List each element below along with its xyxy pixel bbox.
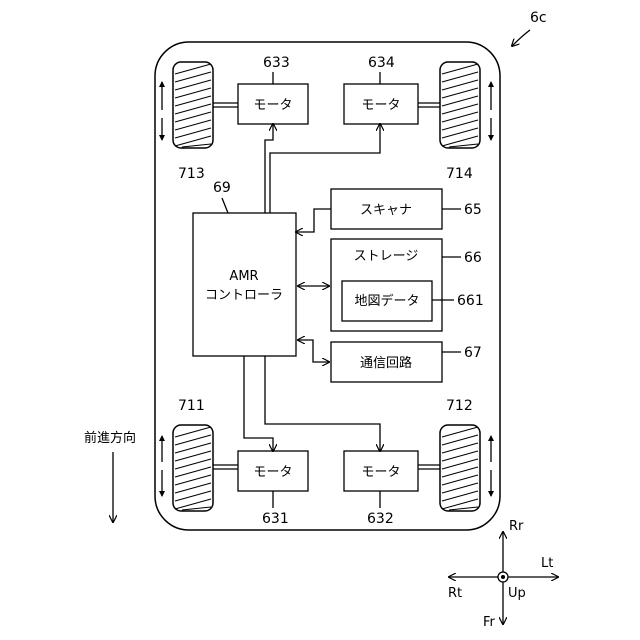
figure-ref-arrow <box>512 30 530 46</box>
motor-fr-label: モータ <box>361 98 400 113</box>
motor-rr-label: モータ <box>361 465 400 480</box>
storage-ref: 66 <box>464 250 482 266</box>
line-comm-ctrl <box>298 340 329 362</box>
wheel-rr-ref: 712 <box>446 398 473 414</box>
motor-rr-ref: 632 <box>367 511 394 527</box>
wheel-rl-ref: 711 <box>178 398 205 414</box>
wheel-rr <box>440 425 491 511</box>
map-data-ref: 661 <box>457 293 484 309</box>
wheel-rl <box>162 425 213 511</box>
comm-label: 通信回路 <box>360 355 412 371</box>
controller-line1: AMR <box>229 269 258 284</box>
coordinate-axes <box>449 532 558 624</box>
axis-fr-label: Fr <box>483 615 496 630</box>
comm-ref: 67 <box>464 345 482 361</box>
scanner-label: スキャナ <box>360 203 412 218</box>
motor-fr-ref: 634 <box>368 55 395 71</box>
wheel-fr <box>440 62 491 148</box>
controller-ref: 69 <box>213 180 231 196</box>
figure-ref: 6c <box>530 10 547 26</box>
line-ctrl-motor-fl <box>265 124 273 213</box>
wheel-fr-ref: 714 <box>446 166 473 182</box>
storage-label: ストレージ <box>354 249 419 264</box>
scanner-ref: 65 <box>464 202 482 218</box>
direction-label: 前進方向 <box>84 430 136 446</box>
axis-lt-label: Lt <box>541 556 553 571</box>
line-scanner-ctrl <box>296 209 331 232</box>
axis-rt-label: Rt <box>448 586 462 601</box>
wheel-fl <box>162 62 213 148</box>
map-data-label: 地図データ <box>354 293 419 309</box>
line-ctrl-motor-rl <box>244 356 273 451</box>
wheel-fl-ref: 713 <box>178 166 205 182</box>
motor-fl-ref: 633 <box>263 55 290 71</box>
motor-rl-ref: 631 <box>262 511 289 527</box>
motor-rl-label: モータ <box>253 465 292 480</box>
amr-controller-box <box>193 213 296 356</box>
motor-fl-label: モータ <box>253 98 292 113</box>
axis-rr-label: Rr <box>509 519 524 534</box>
axis-up-label: Up <box>508 586 526 601</box>
controller-line2: コントローラ <box>205 288 283 303</box>
